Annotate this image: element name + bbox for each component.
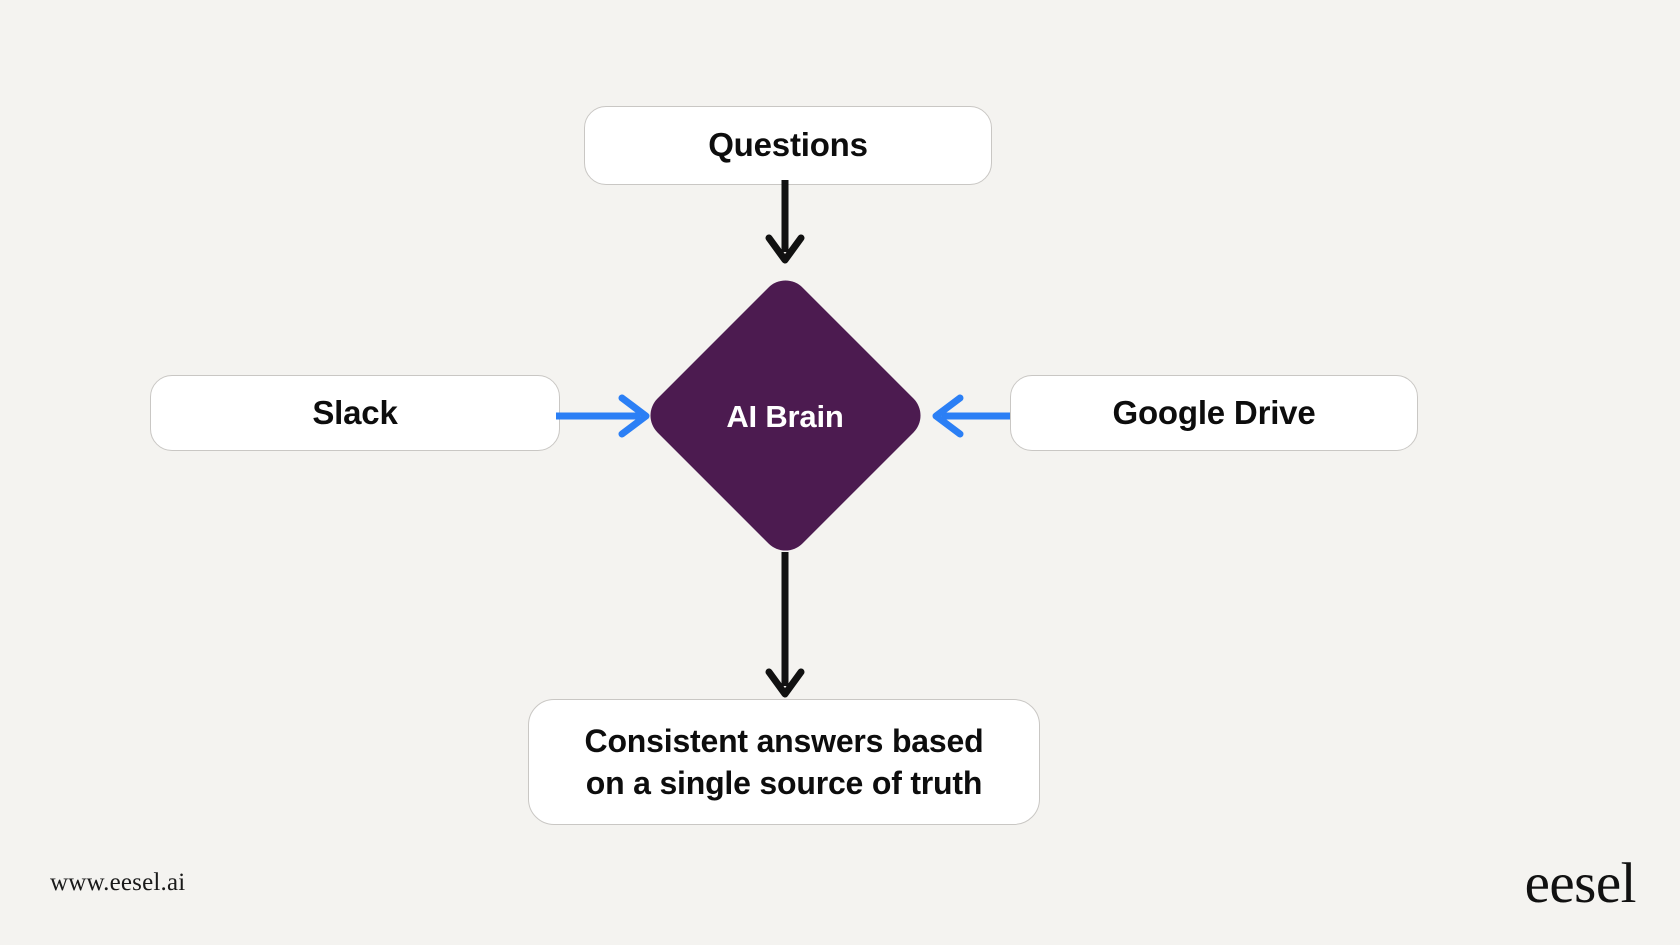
footer-website-url: www.eesel.ai <box>50 869 186 896</box>
node-slack[interactable]: Slack <box>150 375 560 451</box>
edge-brain-to-outcome <box>765 552 805 698</box>
eesel-logo: eesel <box>1524 852 1637 915</box>
node-outcome[interactable]: Consistent answers based on a single sou… <box>528 699 1040 825</box>
node-outcome-line2: on a single source of truth <box>585 765 983 801</box>
edge-slack-to-brain <box>556 394 650 438</box>
node-outcome-line1: Consistent answers based <box>584 722 984 759</box>
edge-questions-to-brain <box>765 180 805 264</box>
node-questions[interactable]: Questions <box>584 106 992 185</box>
node-ai-brain[interactable]: AI Brain <box>640 270 931 561</box>
node-outcome-label: Consistent answers based on a single sou… <box>559 720 1010 804</box>
node-questions-label: Questions <box>708 126 868 164</box>
node-slack-label: Slack <box>312 393 398 431</box>
node-ai-brain-label: AI Brain <box>726 399 844 434</box>
node-google-drive[interactable]: Google Drive <box>1010 375 1418 451</box>
node-google-drive-label: Google Drive <box>1112 393 1316 431</box>
